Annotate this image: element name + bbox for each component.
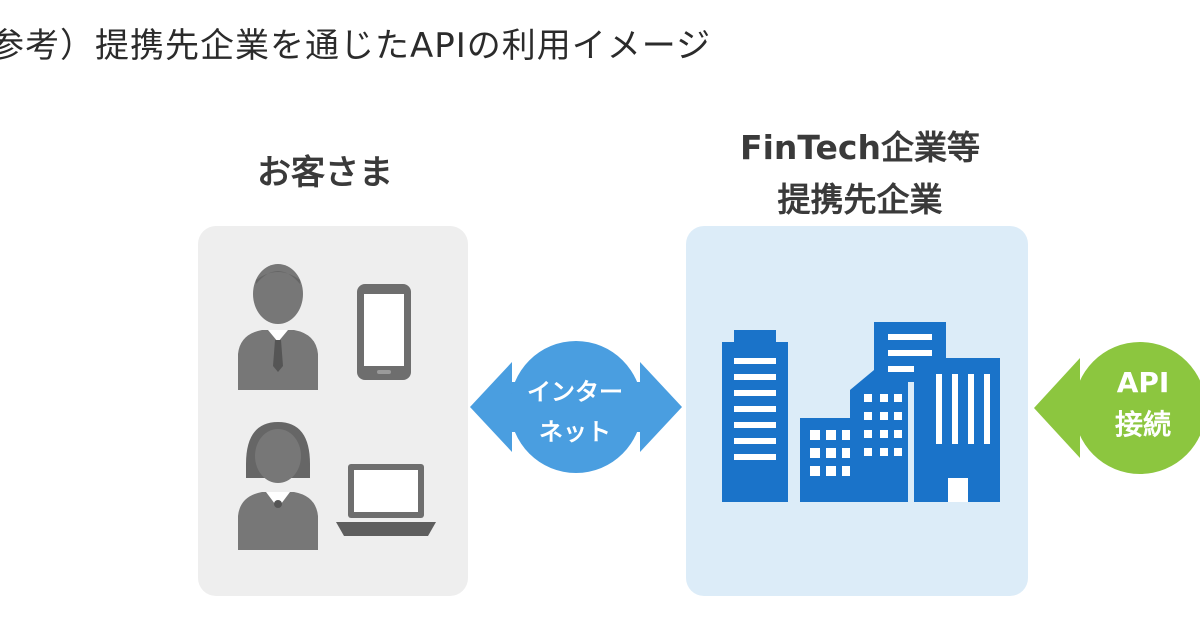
customer-label: お客さま xyxy=(257,153,393,193)
partner-label-line1: FinTech企業等 xyxy=(740,128,980,167)
internet-arrow-icon xyxy=(470,341,682,473)
partner-label: FinTech企業等 提携先企業 xyxy=(690,122,1030,226)
partner-label-line2: 提携先企業 xyxy=(777,180,943,219)
api-label-line1: API xyxy=(1116,366,1170,399)
internet-label: インター ネット xyxy=(500,372,650,452)
page-title: 参考）提携先企業を通じたAPIの利用イメージ xyxy=(0,26,712,66)
api-label-line2: 接続 xyxy=(1114,408,1171,441)
buildings-icon xyxy=(722,322,1000,502)
smartphone-icon xyxy=(357,284,411,380)
internet-label-line2: ネット xyxy=(539,418,611,446)
female-user-icon xyxy=(238,422,318,550)
api-connection-arrow-icon xyxy=(1034,342,1200,474)
api-connection-label: API 接続 xyxy=(1078,362,1200,446)
internet-label-line1: インター xyxy=(527,378,623,406)
laptop-icon xyxy=(336,464,436,536)
male-user-icon xyxy=(238,264,318,390)
